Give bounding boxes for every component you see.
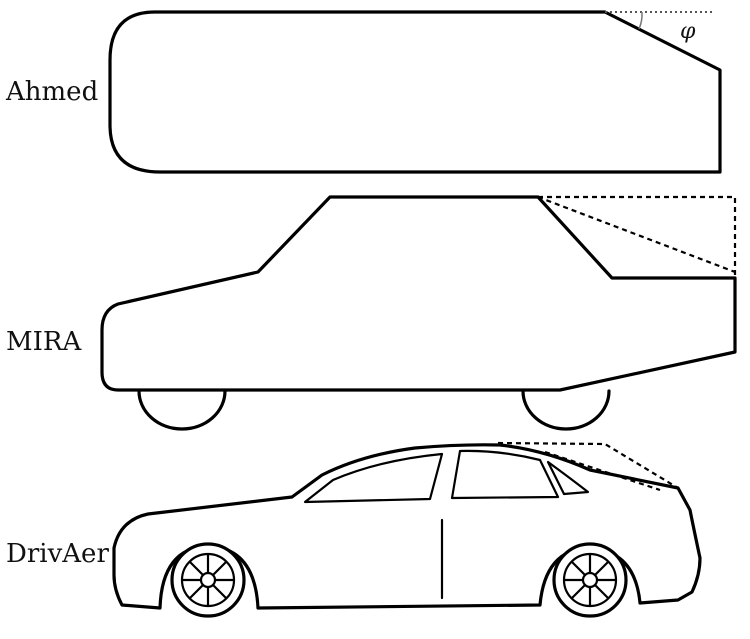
- ahmed-angle-arc: [638, 11, 643, 30]
- mira-label: MIRA: [6, 327, 82, 357]
- ahmed-body-outline: [108, 10, 722, 174]
- ahmed-label: Ahmed: [5, 77, 98, 107]
- mira-front-wheel: [137, 389, 227, 431]
- drivaer-front-window: [303, 452, 444, 504]
- ahmed-body: φ: [108, 10, 722, 174]
- drivaer-front-wheel: [170, 542, 246, 618]
- drivaer-label: DrivAer: [6, 539, 109, 569]
- mira-rear-variant-box: [538, 195, 737, 278]
- drivaer-body: [112, 441, 702, 618]
- drivaer-rear-wheel: [552, 542, 628, 618]
- drivaer-rear-window: [450, 449, 560, 500]
- mira-body-outline: [100, 195, 737, 392]
- drivaer-rear-variant-fastback: [497, 441, 679, 489]
- drivaer-body-outline: [112, 443, 702, 610]
- ahmed-angle-symbol: φ: [680, 19, 696, 44]
- mira-rear-wheel: [521, 389, 611, 431]
- drivaer-rear-variant-estate: [544, 450, 661, 492]
- mira-rear-variant-fastback: [537, 195, 736, 274]
- drivaer-quarter-window: [546, 460, 590, 496]
- mira-body: [100, 195, 737, 431]
